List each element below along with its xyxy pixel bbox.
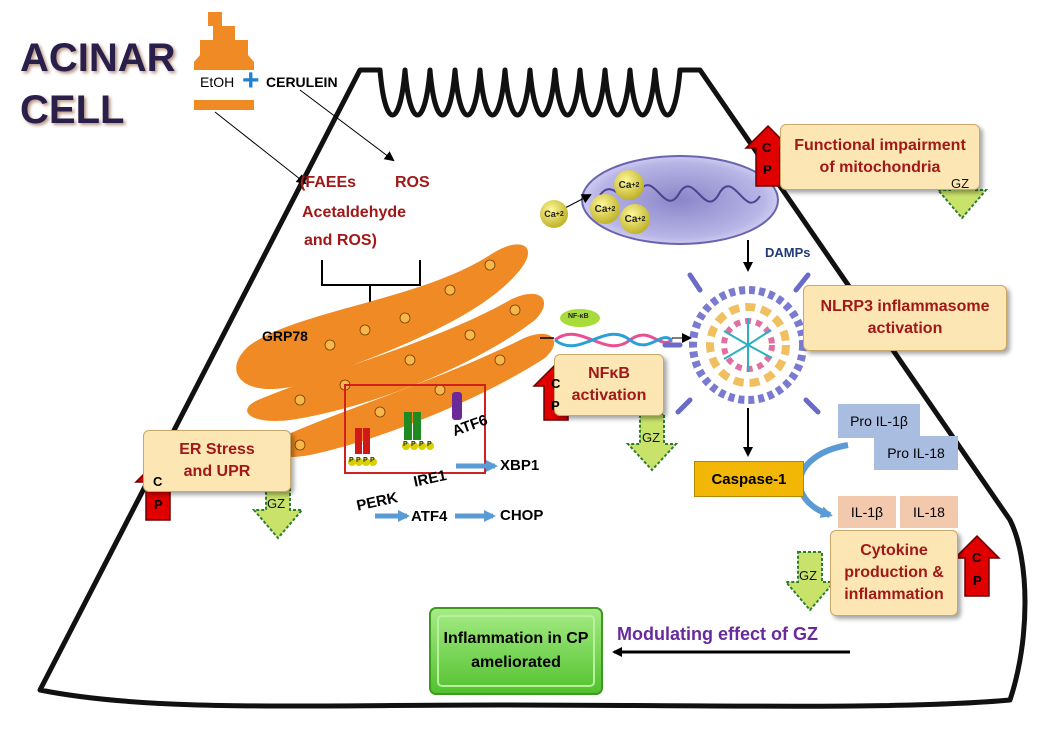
- phospho-label: P: [363, 457, 368, 464]
- phospho-label: P: [403, 441, 408, 448]
- outcome-line-1: Inflammation in CP: [443, 630, 589, 647]
- ca-text: Ca: [594, 203, 608, 215]
- nfkb-box-line-1: NFκB: [588, 365, 630, 382]
- ca-charge: +2: [637, 215, 646, 223]
- caspase-1-box: Caspase-1: [694, 461, 804, 497]
- cerulein-label: CERULEIN: [266, 74, 338, 90]
- phospho-label: P: [419, 441, 424, 448]
- nlrp3-box-line-2: activation: [867, 320, 943, 337]
- nfkb-dna-icon: [554, 309, 673, 348]
- title-line-2: CELL: [20, 88, 125, 132]
- mito-box-line-2: of mitochondria: [819, 159, 941, 176]
- pro-il18-label: Pro IL-18: [887, 445, 945, 461]
- gz-down-arrow-icon: [783, 551, 837, 612]
- gz-label: GZ: [951, 176, 970, 191]
- pro-il1b-box: Pro IL-1β: [838, 404, 920, 438]
- atf6-receptor-icon: [452, 392, 462, 420]
- il18-label: IL-18: [913, 504, 945, 520]
- outcome-line-2: ameliorated: [471, 654, 561, 671]
- pro-il1b-label: Pro IL-1β: [850, 413, 908, 429]
- cytokine-box-line-1: Cytokine: [860, 542, 928, 559]
- ca-text: Ca: [544, 209, 556, 219]
- page-title: ACINAR CELL: [20, 32, 176, 136]
- plus-sign: +: [242, 64, 260, 97]
- faees-label: (FAEEs: [300, 174, 357, 191]
- ca-charge: +2: [631, 181, 640, 189]
- outcome-box: [429, 607, 603, 695]
- cp-letter-c: C: [153, 474, 163, 489]
- mito-box-line-1: Functional impairment: [794, 137, 966, 154]
- mito-impairment-box: Functional impairment of mitochondria: [780, 124, 980, 190]
- gz-label: GZ: [642, 430, 661, 445]
- grp78-label: GRP78: [262, 328, 308, 344]
- endoplasmic-reticulum-icon: [236, 244, 555, 458]
- ros-label: ROS: [395, 174, 430, 191]
- outcome-text: Inflammation in CP ameliorated: [430, 608, 602, 694]
- gz-label: GZ: [267, 496, 286, 511]
- and-ros-label: and ROS): [304, 232, 377, 249]
- gz-down-arrow-icon: [251, 481, 305, 540]
- nlrp3-box-line-1: NLRP3 inflammasome: [820, 298, 990, 315]
- phospho-label: P: [411, 441, 416, 448]
- calcium-ion-icon: Ca+2: [590, 194, 620, 224]
- phospho-label: P: [349, 457, 354, 464]
- calcium-ion-icon: Ca+2: [614, 170, 644, 200]
- calcium-ion-icon: Ca+2: [540, 200, 568, 228]
- er-box-line-2: and UPR: [183, 463, 251, 480]
- cp-letter-c: C: [762, 140, 772, 155]
- ca-charge: +2: [555, 210, 564, 218]
- pro-il18-box: Pro IL-18: [874, 436, 958, 470]
- ca-text: Ca: [624, 213, 638, 225]
- gz-label: GZ: [799, 568, 818, 583]
- nfkb-box-line-2: activation: [571, 387, 647, 404]
- cytokine-box-line-2: production &: [844, 564, 944, 581]
- modulating-effect-label: Modulating effect of GZ: [617, 624, 818, 644]
- damps-label: DAMPs: [765, 245, 811, 260]
- er-box-line-1: ER Stress: [179, 441, 255, 458]
- gz-down-arrow-icon: [625, 413, 679, 472]
- caspase-1-label: Caspase-1: [711, 470, 787, 488]
- calcium-ion-icon: Ca+2: [620, 204, 650, 234]
- cytokine-box-line-3: inflammation: [844, 586, 944, 603]
- cp-letter-p: P: [154, 497, 163, 512]
- nlrp3-activation-box: NLRP3 inflammasome activation: [803, 285, 1007, 351]
- chop-label: CHOP: [500, 507, 544, 524]
- cp-letter-p: P: [973, 573, 982, 588]
- il1b-label: IL-1β: [850, 504, 884, 520]
- cp-letter-p: P: [551, 398, 560, 413]
- title-line-1: ACINAR: [20, 36, 176, 80]
- cytokine-box: Cytokine production & inflammation: [830, 530, 958, 616]
- ire1-receptor-icon: [402, 412, 434, 450]
- upr-sensor-box: [344, 384, 486, 474]
- cp-letter-c: C: [551, 376, 561, 391]
- cp-letter-p: P: [763, 162, 772, 177]
- cp-letter-c: C: [972, 550, 982, 565]
- xbp1-label: XBP1: [500, 457, 540, 474]
- atf4-label: ATF4: [411, 508, 448, 525]
- il18-box: IL-18: [900, 496, 958, 528]
- ca-text: Ca: [618, 179, 632, 191]
- nfkb-activation-box: NFκB activation: [554, 354, 664, 416]
- il1b-box: IL-1β: [838, 496, 896, 528]
- phospho-label: P: [427, 441, 432, 448]
- acetaldehyde-label: Acetaldehyde: [302, 204, 407, 221]
- phospho-label: P: [356, 457, 361, 464]
- ca-charge: +2: [607, 205, 616, 213]
- er-stress-box: ER Stress and UPR: [143, 430, 291, 492]
- perk-receptor-icon: [348, 428, 377, 466]
- phospho-label: P: [370, 457, 375, 464]
- ethanol-flask-icon: [194, 12, 254, 110]
- etoh-label: EtOH: [200, 74, 235, 90]
- nfkb-dna-label: NF-κB: [568, 313, 589, 320]
- cell-membrane: [37, 67, 1028, 709]
